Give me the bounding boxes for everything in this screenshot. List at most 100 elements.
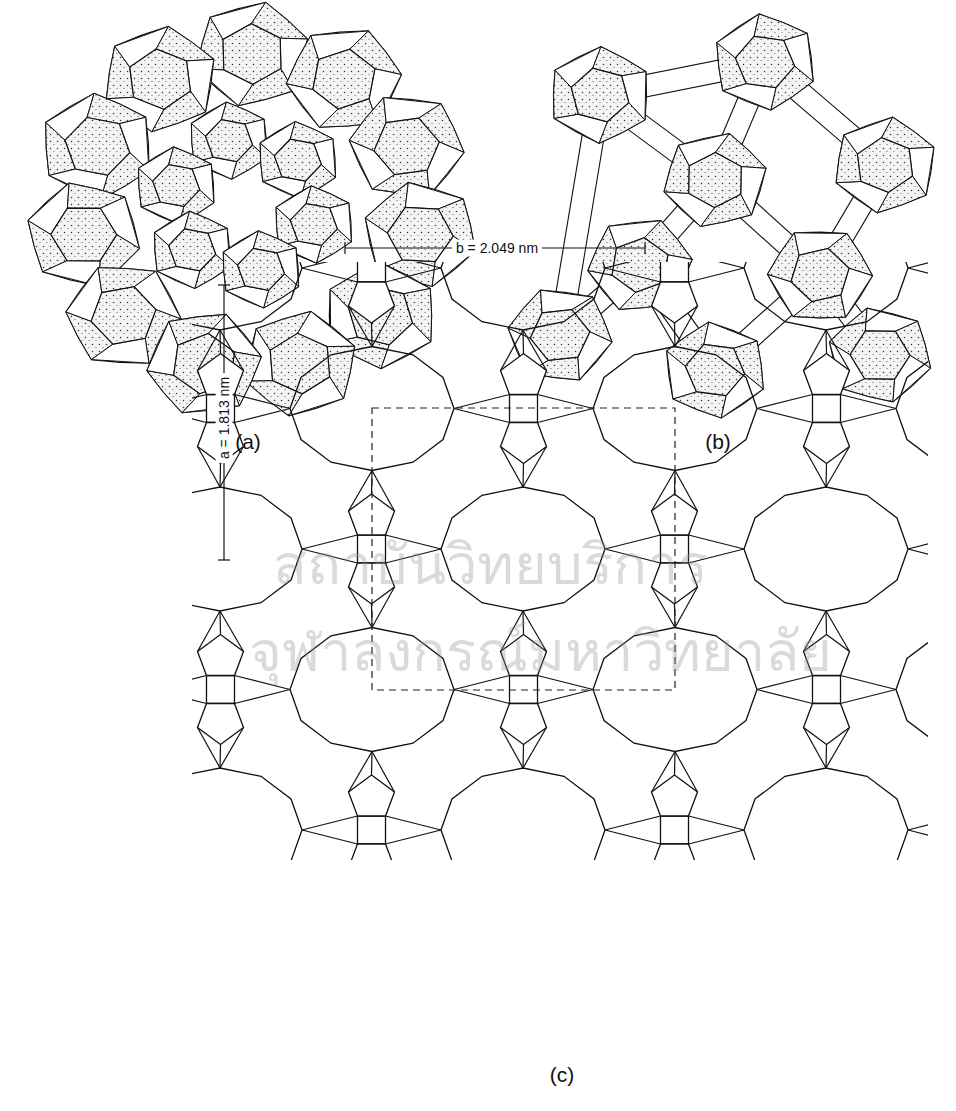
framework-bond: [219, 745, 221, 769]
small-ring: [198, 704, 244, 745]
small-ring: [501, 423, 547, 464]
cage-outline: [829, 308, 930, 402]
hexagonal-face: [387, 207, 453, 261]
hexagonal-face: [274, 139, 321, 181]
framework-bond: [825, 464, 827, 488]
small-ring: [661, 262, 689, 282]
cage: [664, 134, 766, 227]
framework-bond: [192, 409, 207, 423]
small-ring: [349, 775, 395, 816]
small-ring: [207, 676, 235, 704]
dimension-tick: [218, 559, 230, 560]
cage: [768, 232, 873, 318]
framework-bond: [235, 690, 291, 704]
framework-bond: [522, 464, 524, 488]
small-ring: [358, 262, 386, 282]
framework-bond: [689, 816, 745, 830]
hexagonal-face: [237, 248, 284, 290]
twelve-ring: [744, 768, 908, 860]
framework-bond: [605, 816, 661, 830]
cage: [717, 14, 813, 110]
hexagonal-face: [130, 49, 191, 109]
twelve-ring: [441, 768, 605, 860]
framework-projection: [192, 262, 928, 860]
cage: [139, 147, 214, 224]
framework-bond: [386, 830, 442, 844]
twelve-ring: [192, 768, 302, 860]
cage-outline: [349, 98, 464, 195]
twelve-ring: [744, 262, 908, 330]
hexagonal-face: [91, 287, 156, 344]
cage-outline: [139, 147, 214, 224]
framework-bond: [192, 690, 207, 704]
twelve-ring: [896, 628, 928, 752]
cage: [223, 231, 298, 308]
hexagonal-face: [374, 118, 439, 174]
twelve-ring: [441, 262, 605, 330]
hexagonal-face: [735, 36, 794, 87]
small-ring: [198, 635, 244, 676]
cage: [155, 211, 230, 288]
cage-outline: [245, 311, 354, 415]
framework-bond: [605, 830, 661, 844]
hexagonal-face: [850, 331, 910, 379]
cage-outline: [260, 122, 335, 199]
small-ring: [804, 704, 850, 745]
framework-bond: [302, 262, 358, 268]
cage-outline: [147, 314, 261, 412]
framework-bond: [386, 816, 442, 830]
framework-bond: [841, 676, 897, 690]
cage: [554, 47, 647, 144]
small-ring: [804, 423, 850, 464]
framework-bond: [908, 535, 928, 549]
framework-bond: [235, 395, 291, 409]
cage-outline: [223, 231, 298, 308]
cage-face: [909, 147, 934, 195]
hexagonal-face: [791, 248, 849, 301]
hexagonal-face: [857, 138, 912, 193]
twelve-ring: [192, 262, 302, 330]
framework-bond: [235, 409, 291, 423]
dimension-tick: [644, 242, 645, 254]
cage-face: [741, 167, 766, 215]
small-ring: [804, 354, 850, 395]
small-ring: [501, 354, 547, 395]
panel-label: (a): [235, 429, 261, 454]
small-ring: [349, 844, 395, 860]
hexagonal-face: [313, 49, 375, 109]
small-ring: [661, 816, 689, 844]
cage-outline: [768, 232, 873, 318]
hexagonal-face: [689, 152, 741, 207]
small-ring: [501, 704, 547, 745]
hexagonal-face: [290, 204, 337, 246]
framework-bond: [841, 395, 897, 409]
framework-bond: [302, 830, 358, 844]
small-ring: [349, 282, 395, 323]
framework-bond: [522, 745, 524, 769]
framework-bond: [689, 830, 745, 844]
framework-bond: [908, 262, 928, 268]
cage-framework-drawing: [508, 14, 934, 418]
cage-outline: [554, 47, 647, 144]
framework-bond: [538, 395, 594, 409]
framework-bond: [605, 268, 661, 282]
dimension-label: b = 2.049 nm: [452, 240, 542, 257]
watermark: จุฬาลงกรณ์มหาวิทยาลัย: [249, 618, 832, 685]
framework-bond: [908, 830, 928, 844]
panel-label: (b): [705, 429, 731, 454]
framework-bond: [841, 409, 897, 423]
framework-bond: [757, 395, 813, 409]
hexagonal-face: [65, 118, 130, 176]
framework-bond: [605, 262, 661, 268]
framework-bond: [219, 464, 221, 488]
cage-outline: [664, 134, 766, 227]
hexagonal-face: [270, 333, 329, 394]
twelve-ring: [896, 347, 928, 471]
framework-bond: [757, 690, 813, 704]
small-ring: [358, 816, 386, 844]
hexagonal-face: [51, 208, 117, 261]
framework-bond: [219, 611, 221, 635]
twelve-ring: [744, 487, 908, 611]
hexagonal-face: [169, 229, 216, 271]
